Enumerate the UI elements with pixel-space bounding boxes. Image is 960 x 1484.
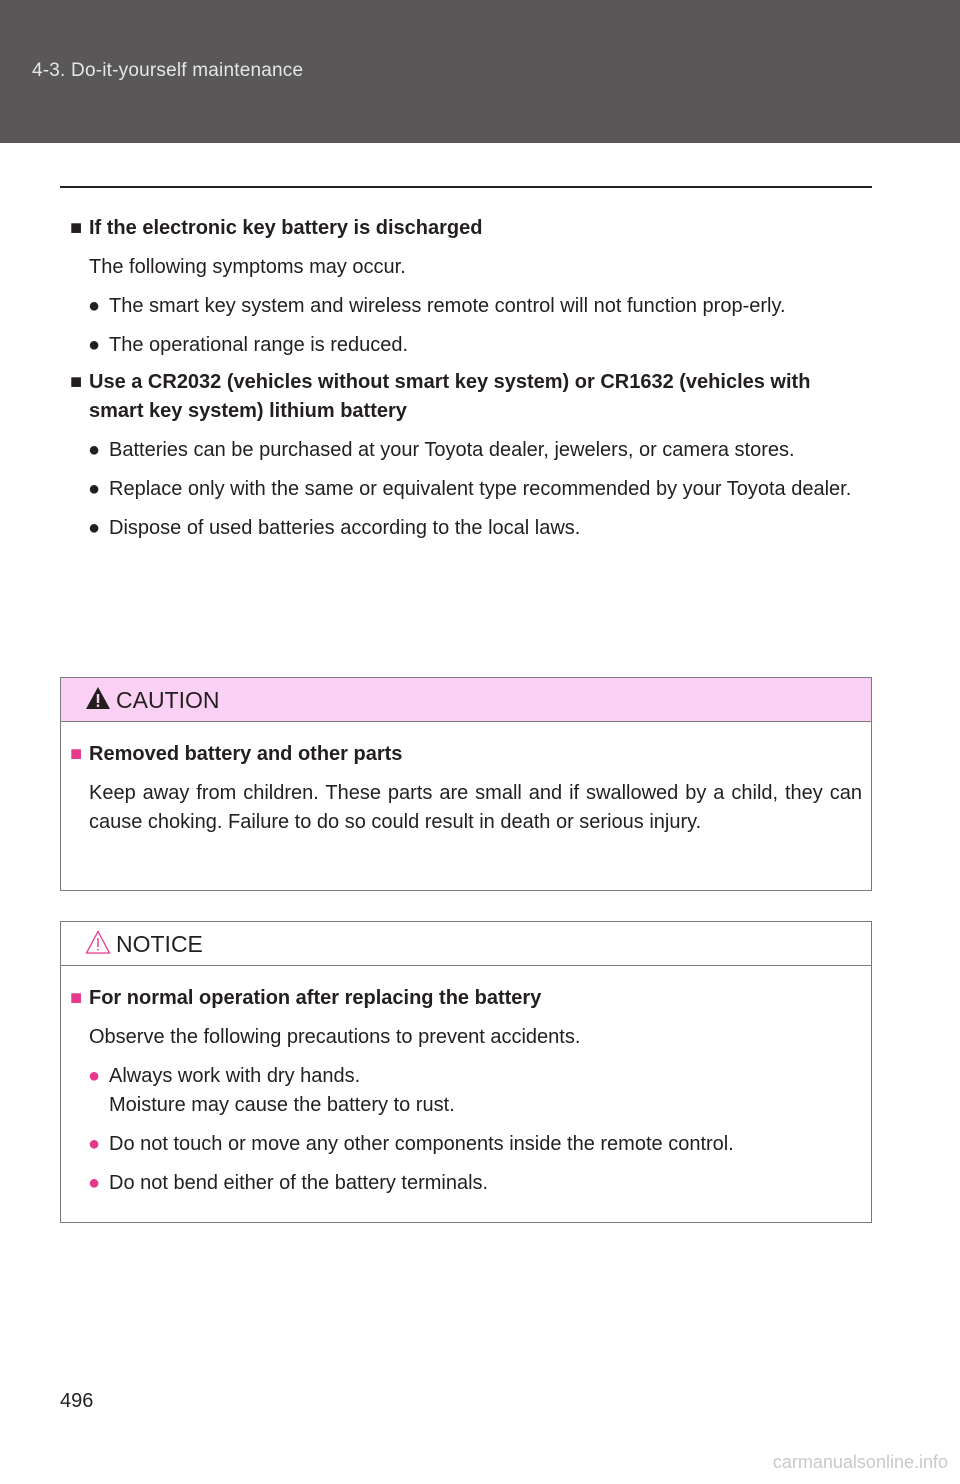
bullet-icon: ● [88,334,101,356]
notice-body: ■ For normal operation after replacing t… [70,984,862,1198]
list-item: ● Replace only with the same or equivale… [70,475,865,504]
watermark: carmanualsonline.info [772,1452,948,1472]
bullet-icon: ● [88,439,101,461]
list-item: ● Batteries can be purchased at your Toy… [70,436,865,465]
square-bullet-icon: ■ [70,217,83,239]
warning-triangle-icon [86,687,110,709]
bullet-icon: ● [88,1133,101,1155]
caution-label: CAUTION [116,687,220,713]
caution-text: Keep away from children. These parts are… [89,782,862,833]
warning-triangle-outline-icon [85,930,111,954]
section-heading: ■ If the electronic key battery is disch… [70,214,865,243]
list-item: ● Do not bend either of the battery term… [70,1169,862,1198]
notice-intro: Observe the following precautions to pre… [89,1026,581,1048]
bullet-icon: ● [88,1065,101,1087]
notice-header: NOTICE [61,922,871,966]
divider [60,186,872,188]
list-item: ● Always work with dry hands. Moisture m… [70,1062,862,1120]
caution-box: CAUTION ■ Removed battery and other part… [60,677,872,891]
bullet-icon: ● [88,295,101,317]
list-item: ● The smart key system and wireless remo… [70,292,865,321]
list-item: ● Dispose of used batteries according to… [70,514,865,543]
square-bullet-icon: ■ [70,371,83,393]
caution-heading: ■ Removed battery and other parts [70,740,862,769]
notice-label: NOTICE [116,931,203,957]
page-number: 496 [60,1390,94,1412]
paragraph: The following symptoms may occur. [89,256,406,278]
list-item: ● The operational range is reduced. [70,331,865,360]
bullet-icon: ● [88,1172,101,1194]
main-content: ■ If the electronic key battery is disch… [70,214,865,543]
notice-heading: ■ For normal operation after replacing t… [70,984,862,1013]
list-item: ● Do not touch or move any other compone… [70,1130,862,1159]
section-title: 4-3. Do-it-yourself maintenance [32,60,304,81]
bullet-icon: ● [88,478,101,500]
page-header: 4-3. Do-it-yourself maintenance [0,0,960,143]
bullet-icon: ● [88,517,101,539]
square-bullet-icon: ■ [70,987,83,1009]
caution-body: ■ Removed battery and other parts Keep a… [70,740,862,837]
notice-box: NOTICE ■ For normal operation after repl… [60,921,872,1223]
square-bullet-icon: ■ [70,743,83,765]
caution-header: CAUTION [61,678,871,722]
section-heading: ■ Use a CR2032 (vehicles without smart k… [70,368,865,426]
